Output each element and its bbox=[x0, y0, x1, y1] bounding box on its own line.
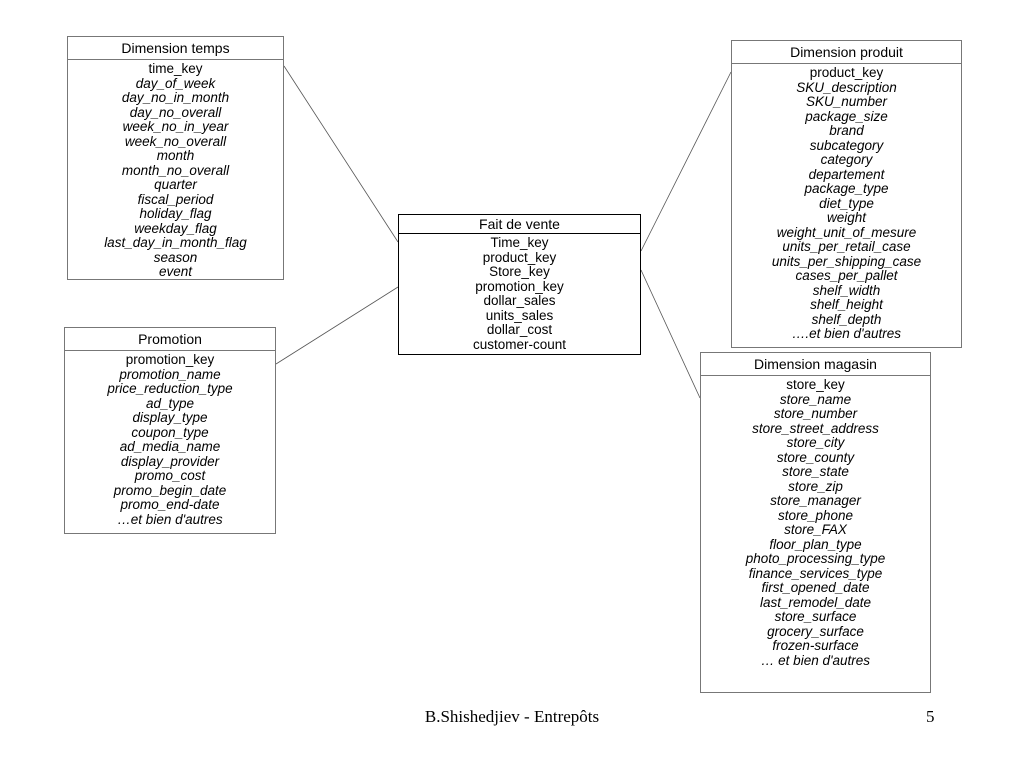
entity-attribute: store_surface bbox=[774, 609, 857, 624]
entity-attribute: time_key bbox=[148, 61, 203, 76]
entity-attribute: shelf_depth bbox=[811, 311, 882, 327]
entity-attribute: weight_unit_of_mesure bbox=[776, 224, 917, 240]
entity-attribute: promo_cost bbox=[134, 468, 206, 483]
link-fact-dim-produit bbox=[640, 71, 732, 252]
footer-author: B.Shishedjiev - Entrepôts bbox=[424, 707, 600, 726]
link-fact-promotion bbox=[275, 286, 399, 365]
entity-attribute: frozen-surface bbox=[772, 638, 859, 653]
entity-attribute: season bbox=[153, 249, 198, 265]
link-fact-dim-magasin bbox=[640, 269, 701, 399]
entity-attribute: product_key bbox=[809, 65, 884, 80]
entity-attribute: SKU_number bbox=[805, 94, 888, 109]
entity-attribute: store_phone bbox=[777, 507, 854, 523]
entity-attribute: display_type bbox=[132, 410, 208, 425]
entity-attribute: category bbox=[820, 152, 873, 167]
entity-title: Fait de vente bbox=[399, 215, 640, 234]
entity-attribute: Store_key bbox=[489, 264, 550, 279]
entity-attribute: … et bien d'autres bbox=[760, 652, 871, 668]
entity-attribute: month bbox=[156, 148, 195, 163]
entity-attribute: store_FAX bbox=[784, 522, 847, 537]
entity-attribute: promotion_key bbox=[475, 278, 564, 294]
entity-attribute: brand bbox=[829, 123, 864, 138]
entity-attribute: event bbox=[158, 264, 193, 279]
entity-attribute: store_key bbox=[786, 377, 845, 392]
entity-attribute: first_opened_date bbox=[761, 580, 870, 595]
entity-attribute: store_state bbox=[782, 464, 849, 479]
entity-title: Promotion bbox=[65, 328, 275, 351]
entity-attribute: store_city bbox=[786, 435, 845, 450]
entity-attribute: dollar_cost bbox=[486, 322, 553, 337]
entity-attribute: …et bien d'autres bbox=[117, 511, 223, 527]
entity-attribute: promotion_name bbox=[119, 366, 221, 382]
entity-attribute: shelf_height bbox=[810, 297, 883, 312]
entity-attribute: store_county bbox=[776, 449, 855, 465]
entity-attribute: promotion_key bbox=[125, 352, 215, 367]
entity-attribute: week_no_in_year bbox=[122, 119, 229, 134]
entity-attribute: ad_media_name bbox=[119, 439, 221, 454]
entity-attribute: last_remodel_date bbox=[759, 594, 872, 610]
entity-attribute: day_no_in_month bbox=[121, 90, 230, 105]
entity-attribute: SKU_description bbox=[796, 79, 897, 95]
entity-attribute: dollar_sales bbox=[483, 293, 556, 308]
entity-attribute: price_reduction_type bbox=[107, 381, 233, 396]
entity-title: Dimension produit bbox=[732, 41, 961, 64]
entity-attribute: photo_processing_type bbox=[745, 551, 886, 566]
entity-attribute: week_no_overall bbox=[124, 133, 227, 149]
entity-attribute: store_number bbox=[773, 406, 858, 421]
entity-attribute: display_provider bbox=[120, 453, 220, 469]
entity-attribute: holiday_flag bbox=[139, 206, 212, 221]
entity-attribute: day_no_overall bbox=[129, 104, 222, 120]
entity-attribute: subcategory bbox=[809, 137, 884, 153]
entity-attribute: store_street_address bbox=[752, 420, 879, 436]
entity-title: Dimension temps bbox=[68, 37, 283, 60]
entity-attribute: last_day_in_month_flag bbox=[104, 235, 247, 250]
entity-attribute: coupon_type bbox=[131, 424, 209, 440]
page-number: 5 bbox=[926, 707, 935, 726]
entity-attribute: product_key bbox=[482, 249, 557, 265]
entity-attribute: weight bbox=[826, 210, 867, 225]
entity-attribute: weekday_flag bbox=[134, 220, 217, 236]
entity-attribute: store_manager bbox=[770, 493, 861, 508]
entity-attribute: store_zip bbox=[788, 478, 843, 494]
entity-attribute: ad_type bbox=[145, 395, 195, 411]
entity-attribute: units_per_shipping_case bbox=[771, 253, 922, 269]
entity-attribute: Time_key bbox=[490, 235, 549, 250]
entity-attribute: store_name bbox=[779, 391, 852, 407]
entity-attribute: diet_type bbox=[819, 195, 874, 211]
entity-attribute: departement bbox=[808, 166, 885, 182]
entity-attribute: promo_end-date bbox=[120, 497, 220, 512]
entity-attribute: units_per_retail_case bbox=[782, 239, 911, 254]
entity-attribute: package_type bbox=[804, 181, 889, 196]
entity-attribute: promo_begin_date bbox=[113, 482, 227, 498]
entity-attribute: customer-count bbox=[472, 336, 567, 352]
entity-title: Dimension magasin bbox=[701, 353, 930, 376]
entity-attribute: grocery_surface bbox=[767, 623, 864, 639]
entity-attribute: shelf_width bbox=[812, 282, 881, 298]
entity-attribute: units_sales bbox=[485, 307, 554, 323]
link-fact-dim-temps bbox=[283, 65, 399, 243]
entity-attribute: package_size bbox=[805, 108, 888, 124]
entity-attribute: floor_plan_type bbox=[769, 536, 862, 552]
entity-attribute: quarter bbox=[154, 177, 197, 192]
entity-attribute: finance_services_type bbox=[748, 565, 883, 581]
entity-attribute: fiscal_period bbox=[137, 191, 214, 207]
entity-attribute: ….et bien d'autres bbox=[791, 326, 902, 341]
entity-attribute: cases_per_pallet bbox=[795, 268, 898, 283]
entity-attribute: month_no_overall bbox=[121, 162, 230, 178]
entity-attribute: day_of_week bbox=[135, 75, 216, 91]
